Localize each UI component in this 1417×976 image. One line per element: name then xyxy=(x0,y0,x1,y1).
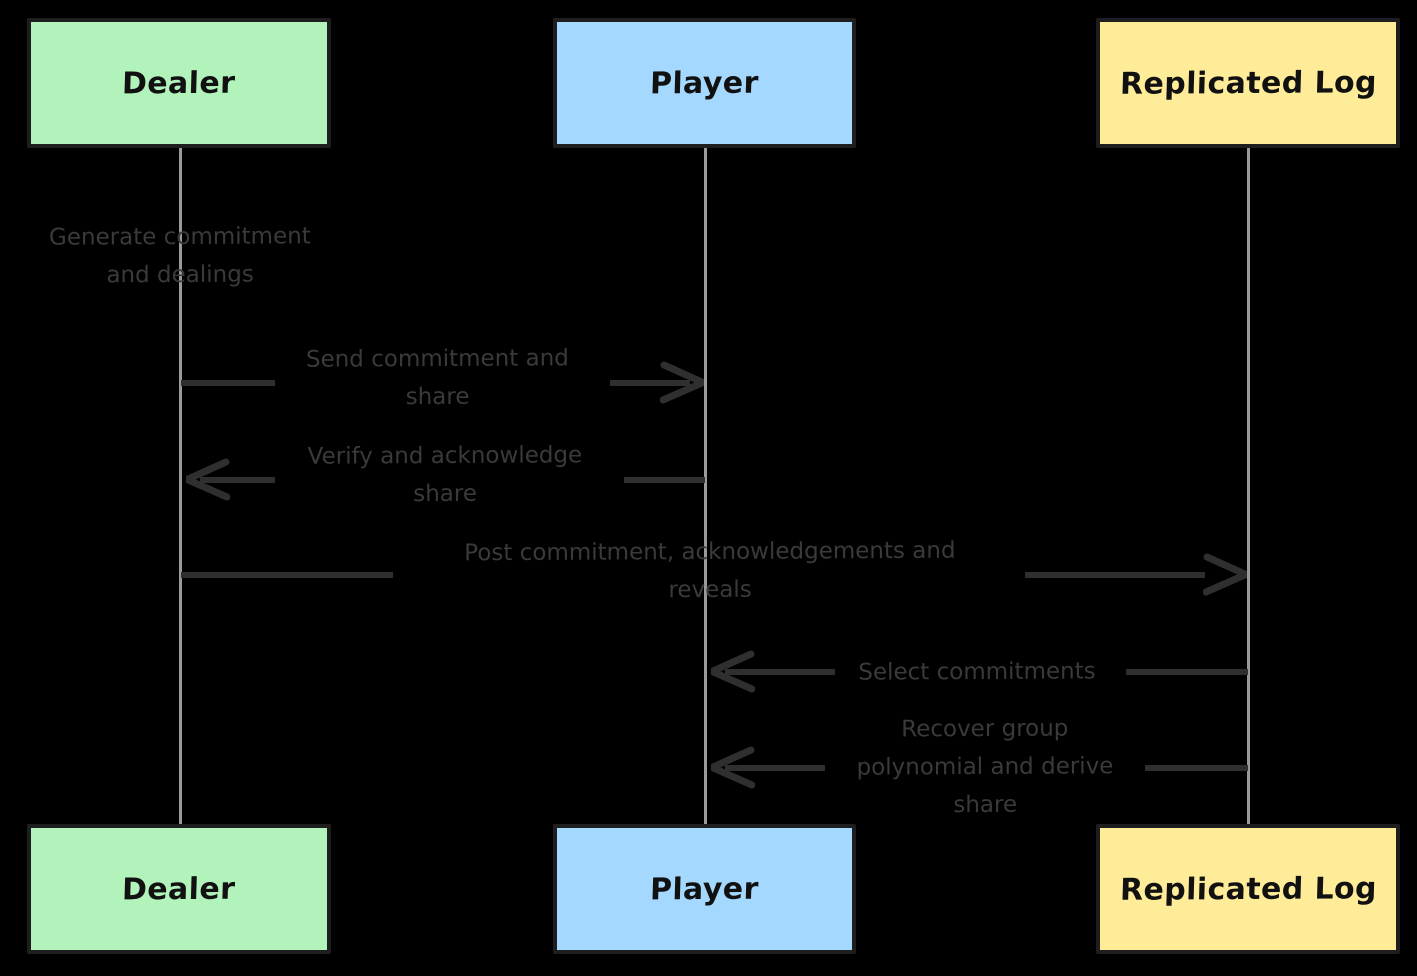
actor-label-replicated-log-top: Replicated Log xyxy=(1119,64,1377,102)
message-label-recover-group-polynomial: Recover group polynomial and derive shar… xyxy=(856,715,1114,819)
actor-box-dealer-bottom[interactable]: Dealer xyxy=(27,824,331,954)
message-label-post-commitment: Post commitment, acknowledgements and re… xyxy=(464,537,956,604)
arrowhead-right-post-commitment xyxy=(1203,553,1247,597)
lifeline-player xyxy=(704,148,707,828)
message-line-select-commitments-right xyxy=(1126,669,1248,675)
actor-box-replicated-log-top[interactable]: Replicated Log xyxy=(1096,18,1400,148)
actor-label-player-bottom: Player xyxy=(649,871,760,907)
message-line-verify-acknowledge xyxy=(200,477,275,483)
message-line-recover-group-polynomial-right xyxy=(1145,765,1248,771)
actor-box-replicated-log-bottom[interactable]: Replicated Log xyxy=(1096,824,1400,954)
lifeline-dealer xyxy=(179,148,182,828)
arrowhead-left-recover-group-polynomial xyxy=(711,746,755,790)
actor-label-replicated-log-bottom: Replicated Log xyxy=(1119,870,1377,908)
arrowhead-right-send-commitment xyxy=(660,361,704,405)
message-label-send-commitment: Send commitment and share xyxy=(305,345,569,411)
arrowhead-left-verify-acknowledge xyxy=(186,458,230,502)
message-line-select-commitments xyxy=(725,669,835,675)
actor-label-dealer-bottom: Dealer xyxy=(121,871,237,907)
actor-box-player-top[interactable]: Player xyxy=(553,18,856,148)
message-line-post-commitment xyxy=(181,572,393,578)
message-line-post-commitment-right xyxy=(1025,572,1205,578)
message-label-select-commitments: Select commitments xyxy=(858,658,1096,686)
actor-label-dealer-top: Dealer xyxy=(121,65,237,101)
message-label-verify-acknowledge: Verify and acknowledge share xyxy=(307,442,583,508)
message-line-recover-group-polynomial xyxy=(725,765,825,771)
actor-box-dealer-top[interactable]: Dealer xyxy=(27,18,331,148)
message-line-send-commitment-right xyxy=(610,380,690,386)
actor-label-player-top: Player xyxy=(649,65,760,101)
message-line-verify-acknowledge-right xyxy=(624,477,705,483)
actor-box-player-bottom[interactable]: Player xyxy=(553,824,856,954)
message-label-generate-commitment: Generate commitment and dealings xyxy=(48,223,311,289)
arrowhead-left-select-commitments xyxy=(711,650,755,694)
lifeline-replicated-log xyxy=(1247,148,1250,828)
message-line-send-commitment xyxy=(181,380,275,386)
